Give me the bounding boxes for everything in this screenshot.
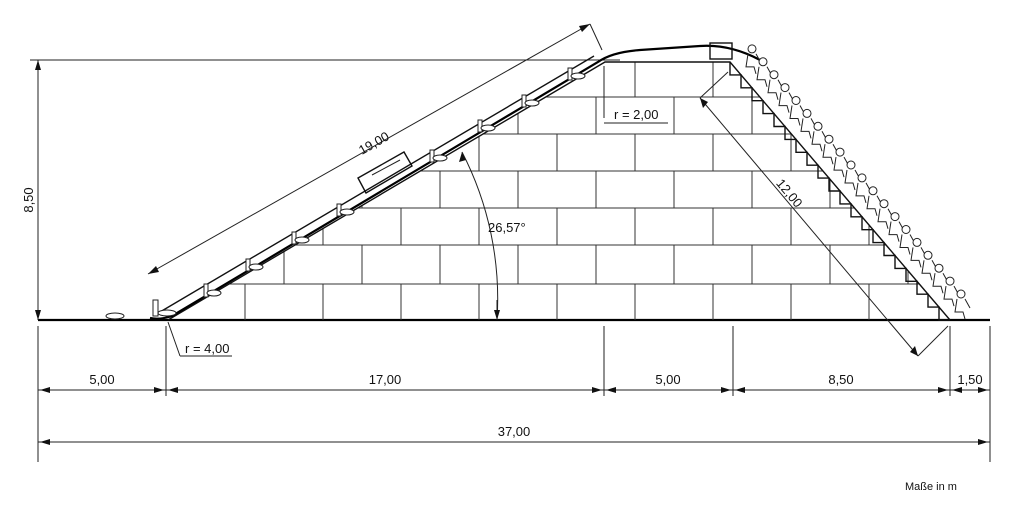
ramp-surface-inner — [159, 55, 595, 313]
total-dimension: 37,00 — [38, 424, 990, 445]
spectator — [910, 237, 927, 268]
stair-profile — [729, 62, 950, 321]
spectator-figures — [745, 44, 971, 320]
radius-top-callout: r = 2,00 — [603, 66, 668, 124]
stair-length-dimension: 12,00 — [699, 71, 949, 357]
radius-top-label: r = 2,00 — [614, 107, 658, 122]
radius-bottom-label: r = 4,00 — [185, 341, 229, 356]
segment-label-1: 5,00 — [89, 372, 114, 387]
height-dimension: 8,50 — [21, 59, 620, 320]
stair-steps — [729, 62, 950, 321]
angle-indicator: 26,57° — [459, 151, 526, 321]
ramp-surface — [149, 44, 761, 320]
segment-dimensions: 5,00 17,00 5,00 8,50 1,50 — [37, 326, 991, 462]
ramp-bench — [357, 151, 413, 194]
spectator — [899, 225, 916, 255]
spectator — [954, 289, 971, 320]
spectator — [855, 173, 872, 204]
segment-label-5: 1,50 — [957, 372, 982, 387]
spectator — [778, 83, 795, 113]
stair-length-label: 12,00 — [773, 176, 805, 211]
total-label: 37,00 — [498, 424, 531, 439]
angle-label: 26,57° — [488, 220, 526, 235]
segment-label-4: 8,50 — [828, 372, 853, 387]
slope-length-label: 19,00 — [356, 129, 392, 158]
spectator — [811, 121, 828, 152]
ramp-figures — [105, 67, 586, 320]
slope-length-dimension: 19,00 — [147, 23, 603, 275]
segment-label-2: 17,00 — [369, 372, 402, 387]
spectator — [888, 212, 905, 242]
top-platform — [709, 42, 733, 60]
radius-bottom-callout: r = 4,00 — [167, 321, 232, 357]
segment-label-3: 5,00 — [655, 372, 680, 387]
units-note: Maße in m — [905, 481, 957, 493]
height-label: 8,50 — [21, 187, 36, 212]
spectator — [800, 108, 817, 139]
